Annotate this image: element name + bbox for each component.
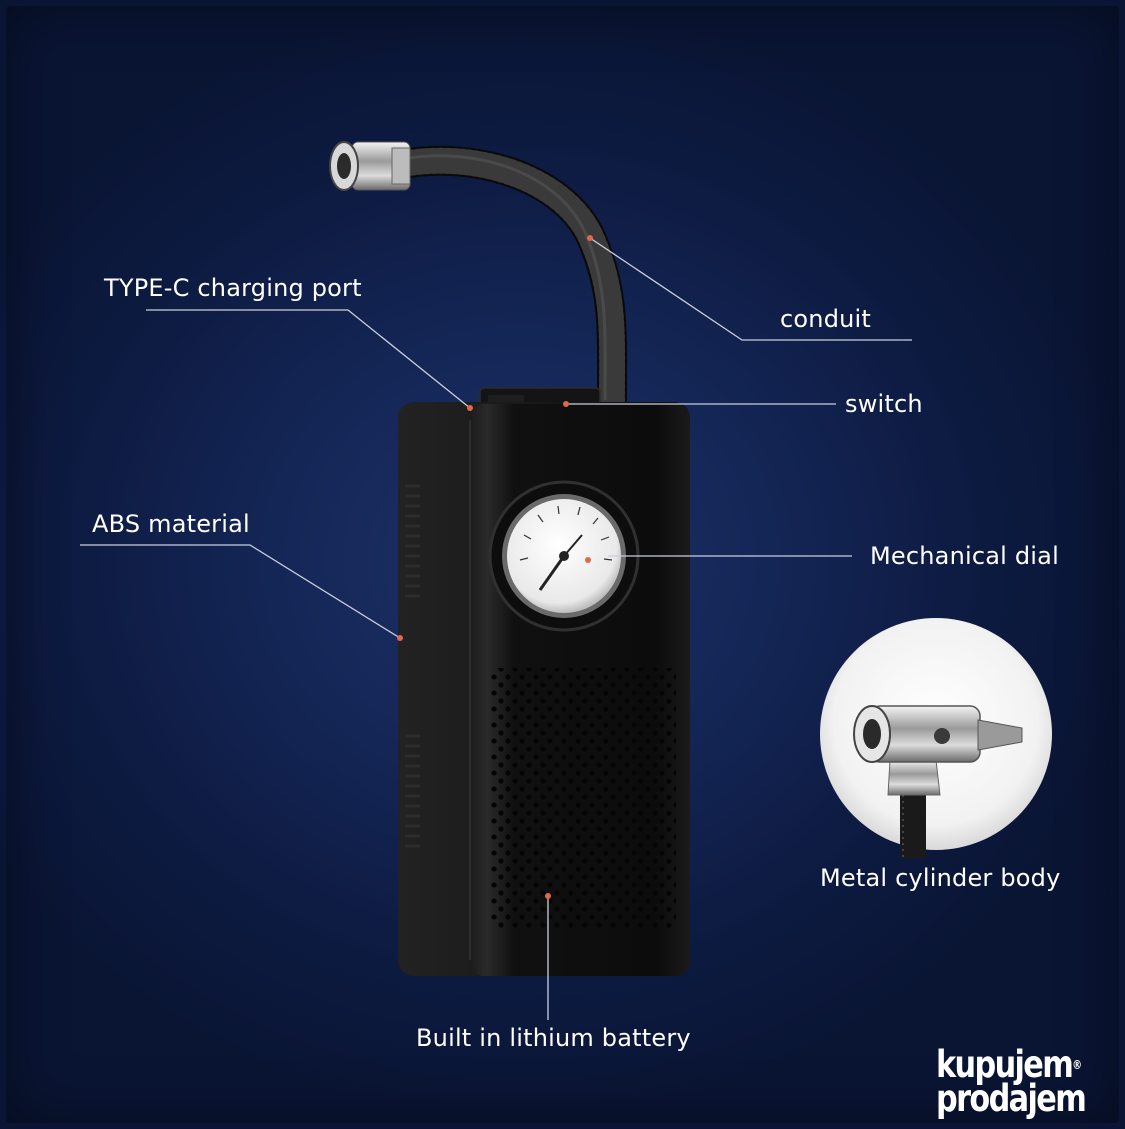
watermark-logo: kupujem® prodajem bbox=[936, 1046, 1087, 1120]
watermark-line2: prodajem bbox=[936, 1077, 1087, 1120]
label-conduit: conduit bbox=[780, 305, 872, 333]
registered-icon: ® bbox=[1072, 1058, 1083, 1072]
leader-lines bbox=[80, 237, 912, 1020]
conduit-hose bbox=[383, 145, 628, 415]
accent-dots bbox=[397, 235, 593, 899]
vent-holes bbox=[490, 668, 676, 930]
label-metal-cylinder: Metal cylinder body bbox=[820, 864, 1061, 892]
pressure-gauge-icon bbox=[488, 480, 640, 632]
label-battery: Built in lithium battery bbox=[416, 1024, 691, 1052]
metal-cylinder-detail bbox=[820, 618, 1052, 858]
label-abs-material: ABS material bbox=[92, 510, 250, 538]
label-type-c-port: TYPE-C charging port bbox=[104, 274, 362, 302]
side-ribs bbox=[405, 484, 420, 848]
label-mechanical-dial: Mechanical dial bbox=[870, 542, 1059, 570]
watermark-line1: kupujem bbox=[936, 1043, 1074, 1086]
chuck-nozzle-icon bbox=[329, 141, 411, 191]
label-switch: switch bbox=[845, 390, 923, 418]
